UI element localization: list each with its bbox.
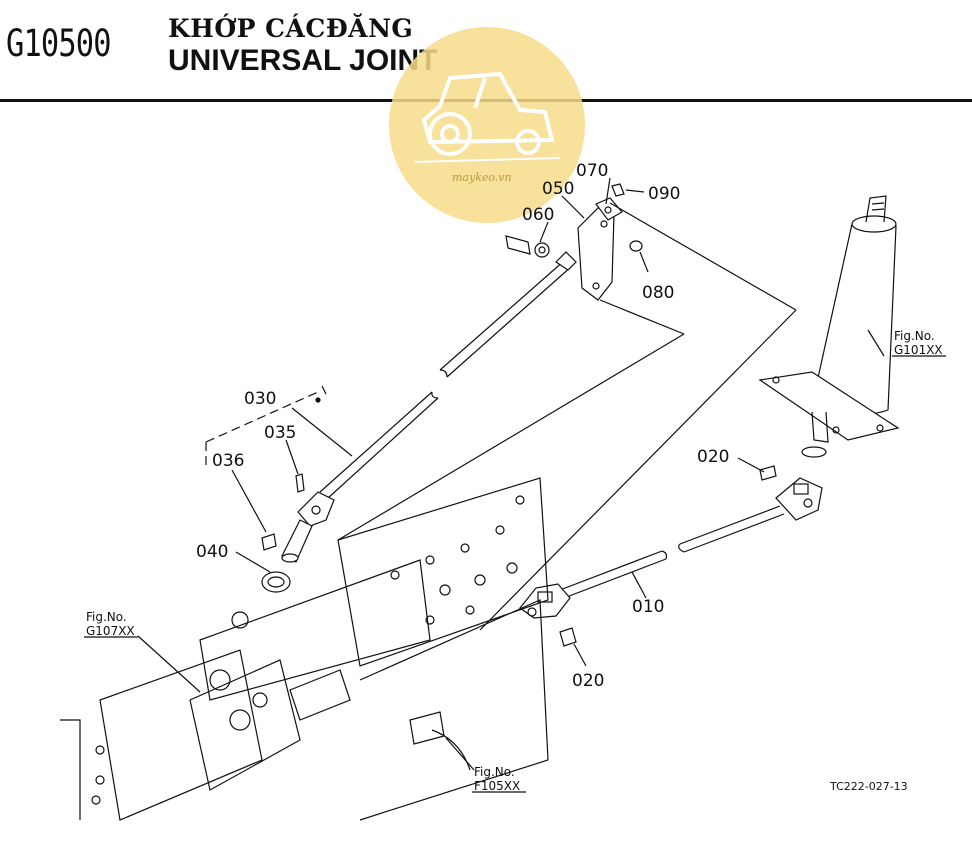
drawing-reference-code: TC222-027-13 xyxy=(829,780,908,793)
part-label-035: 035 xyxy=(264,423,296,443)
part-label-010: 010 xyxy=(632,597,664,617)
bolt-060 xyxy=(505,235,550,258)
fig-ref-prefix: Fig.No. xyxy=(86,610,127,624)
part-label-030: 030 xyxy=(244,389,276,409)
boot-040 xyxy=(261,571,291,593)
part-label-090: 090 xyxy=(648,184,680,204)
fig-ref-prefix: Fig.No. xyxy=(474,765,515,779)
title-english: UNIVERSAL JOINT xyxy=(168,44,438,77)
drawing-lines xyxy=(60,177,946,821)
shaft-030 xyxy=(319,251,577,500)
title-vietnamese: KHỚP CÁCĐĂNG xyxy=(168,14,414,43)
part-label-020-upper: 020 xyxy=(697,447,729,467)
fig-ref-prefix: Fig.No. xyxy=(894,329,935,343)
steering-column xyxy=(758,195,900,458)
fig-ref-number: G107XX xyxy=(86,624,135,638)
part-label-050: 050 xyxy=(542,179,574,199)
bolt-090 xyxy=(611,183,625,197)
part-label-060: 060 xyxy=(522,205,554,225)
leader-lines xyxy=(137,177,885,771)
fig-ref-underlines xyxy=(84,355,946,793)
fig-ref-f105: Fig.No. F105XX xyxy=(474,765,520,793)
part-labels: 010 020 020 030 035 036 040 050 060 070 … xyxy=(196,161,729,691)
bracket-050 xyxy=(577,197,623,301)
section-code: G10500 xyxy=(6,22,111,65)
frame-outline xyxy=(60,202,797,821)
watermark-logo: maykeo.vn xyxy=(389,27,585,223)
dashed-group-030 xyxy=(205,385,329,470)
watermark-text: maykeo.vn xyxy=(452,171,512,184)
u-joint-upper-left xyxy=(261,473,335,563)
fig-ref-g107: Fig.No. G107XX xyxy=(86,610,135,638)
frame-holes xyxy=(91,495,525,805)
part-label-080: 080 xyxy=(642,283,674,303)
part-label-040: 040 xyxy=(196,542,228,562)
part-label-070: 070 xyxy=(576,161,608,181)
fig-ref-number: G101XX xyxy=(894,343,943,357)
shaft-010 xyxy=(559,505,785,599)
part-label-036: 036 xyxy=(212,451,244,471)
u-joint-upper-right xyxy=(759,465,823,521)
tractor-icon xyxy=(421,71,555,156)
nut-080 xyxy=(629,240,643,252)
part-label-020-lower: 020 xyxy=(572,671,604,691)
fig-ref-number: F105XX xyxy=(474,779,520,793)
fig-ref-g101: Fig.No. G101XX xyxy=(894,329,943,357)
